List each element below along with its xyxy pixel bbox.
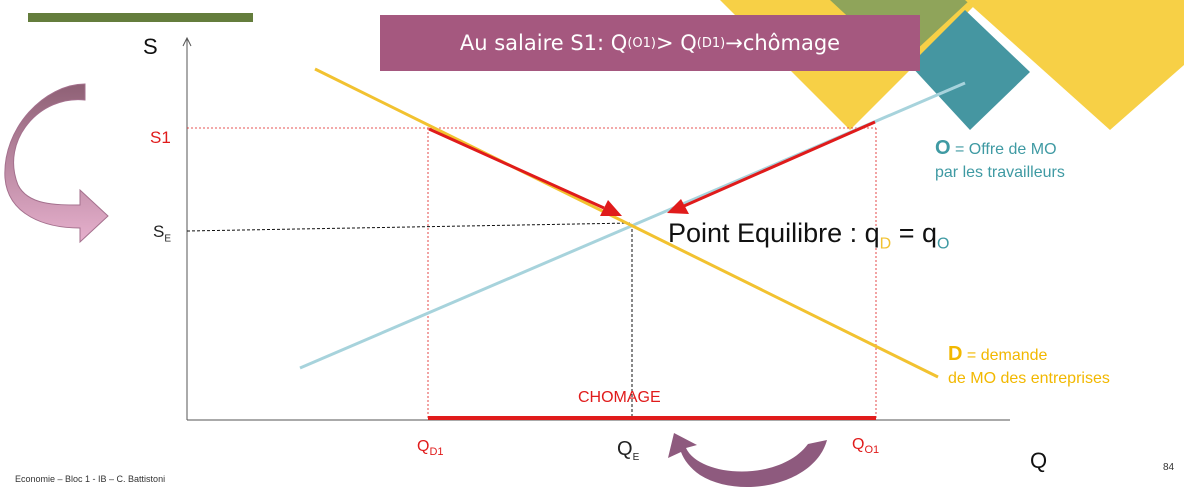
- se-guide-line: [186, 222, 633, 232]
- title-mid: > Q: [655, 31, 697, 55]
- demand-curve: [314, 67, 939, 379]
- y-axis-label: S: [143, 34, 158, 59]
- bottom-curved-arrow-icon: [668, 433, 827, 488]
- supply-legend-text2: par les travailleurs: [935, 164, 1065, 181]
- demand-legend: D = demande de MO des entreprises: [948, 340, 1110, 390]
- demand-adjust-arrowhead: [600, 200, 622, 216]
- title-arrow-icon: →: [725, 31, 743, 55]
- deco-teal-diamond: [910, 10, 1030, 130]
- supply-legend: O = Offre de MO par les travailleurs: [935, 134, 1065, 184]
- demand-legend-text2: de MO des entreprises: [948, 370, 1110, 387]
- title-sub-o1: (O1): [627, 35, 656, 51]
- qd1-label-sub: D1: [429, 446, 444, 459]
- supply-legend-letter: O: [935, 137, 951, 159]
- se-label-sub: E: [164, 233, 172, 245]
- page-number: 84: [1163, 462, 1175, 473]
- demand-legend-text: = demande: [962, 347, 1048, 364]
- olive-header-bar: [28, 13, 253, 22]
- chomage-label: CHOMAGE: [578, 389, 661, 406]
- se-label-main: S: [153, 222, 165, 241]
- equilibrium-sub-d: D: [879, 235, 892, 253]
- equilibrium-sub-o: O: [936, 235, 950, 253]
- demand-legend-letter: D: [948, 343, 963, 365]
- qe-label-sub: E: [632, 452, 640, 463]
- se-label: SE: [153, 222, 171, 244]
- equilibrium-text: Point Equilibre : q: [668, 218, 880, 248]
- left-curved-arrow-icon: [4, 83, 109, 244]
- supply-adjust-arrow: [683, 120, 876, 208]
- s1-label: S1: [150, 128, 171, 147]
- title-prefix: Au salaire S1: Q: [459, 31, 628, 55]
- x-axis-label: Q: [1030, 448, 1048, 473]
- qe-label-main: Q: [617, 438, 633, 460]
- supply-adjust-arrowhead: [667, 199, 689, 214]
- qo1-label-main: Q: [852, 436, 865, 453]
- qe-label: QE: [617, 438, 639, 463]
- qo1-label: QO1: [852, 436, 879, 456]
- supply-legend-text: = Offre de MO: [950, 141, 1057, 158]
- footer-credit: Economie – Bloc 1 - IB – C. Battistoni: [15, 474, 166, 484]
- equilibrium-equals: = q: [891, 218, 937, 248]
- demand-adjust-arrow: [428, 127, 605, 210]
- title-sub-d1: (D1): [696, 35, 726, 51]
- title-suffix: chômage: [742, 31, 841, 55]
- qd1-label: QD1: [417, 438, 444, 458]
- qo1-label-sub: O1: [864, 444, 880, 457]
- qd1-label-main: Q: [417, 438, 430, 455]
- deco-yellow-diamond-right: [965, 0, 1184, 130]
- y-axis-arrowhead: [182, 36, 192, 47]
- equilibrium-label: Point Equilibre : qD = qO: [668, 218, 949, 253]
- title-banner: Au salaire S1: Q(O1) > Q(D1) → chômage: [380, 15, 920, 71]
